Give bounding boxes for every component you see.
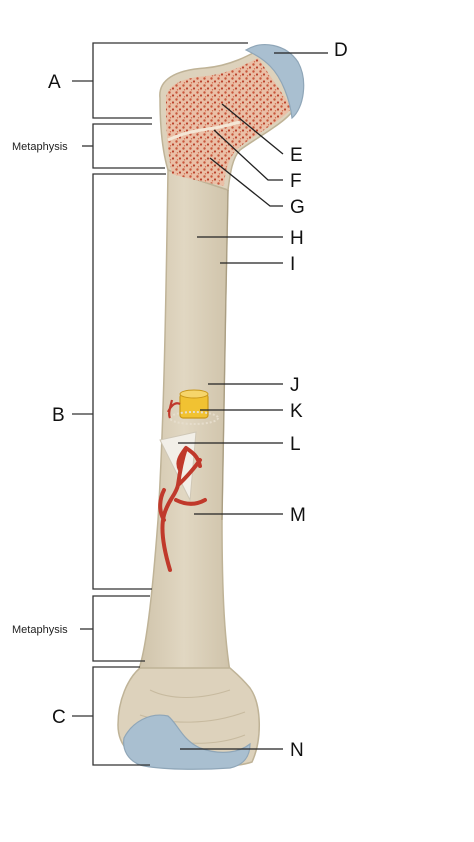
labels: A Metaphysis B Metaphysis C D E F G H I … [12, 40, 348, 761]
label-I: I [290, 254, 295, 275]
label-K: K [290, 401, 303, 422]
marrow-plug-top [179, 389, 209, 399]
small-vessel [167, 399, 181, 419]
label-C: C [52, 707, 66, 728]
label-A: A [48, 72, 61, 93]
label-B: B [52, 405, 65, 426]
label-D: D [334, 40, 348, 61]
label-H: H [290, 228, 304, 249]
articular-cartilage-proximal [244, 44, 305, 120]
epiphyseal-line [167, 120, 241, 142]
bone [117, 44, 305, 770]
bracket-B [92, 173, 166, 590]
leader-lines [178, 52, 328, 750]
label-E: E [290, 145, 303, 166]
label-metaphysis-upper: Metaphysis [12, 141, 68, 153]
label-G: G [290, 197, 305, 218]
leader-E [221, 103, 284, 155]
label-J: J [290, 375, 300, 396]
label-L: L [290, 434, 301, 455]
bracket-metaphysis-lower [92, 595, 150, 662]
bracket-metaphysis-upper [92, 123, 165, 169]
nutrient-artery [158, 446, 207, 572]
label-N: N [290, 740, 304, 761]
label-F: F [290, 171, 302, 192]
spongy-bone [166, 58, 292, 186]
label-metaphysis-lower: Metaphysis [12, 624, 68, 636]
diaphysis-shaft [136, 168, 231, 673]
leader-G [209, 157, 283, 207]
label-M: M [290, 505, 306, 526]
periosteum [221, 189, 229, 521]
brackets [72, 42, 248, 766]
compact-ring [169, 411, 219, 425]
leader-F [213, 129, 283, 181]
